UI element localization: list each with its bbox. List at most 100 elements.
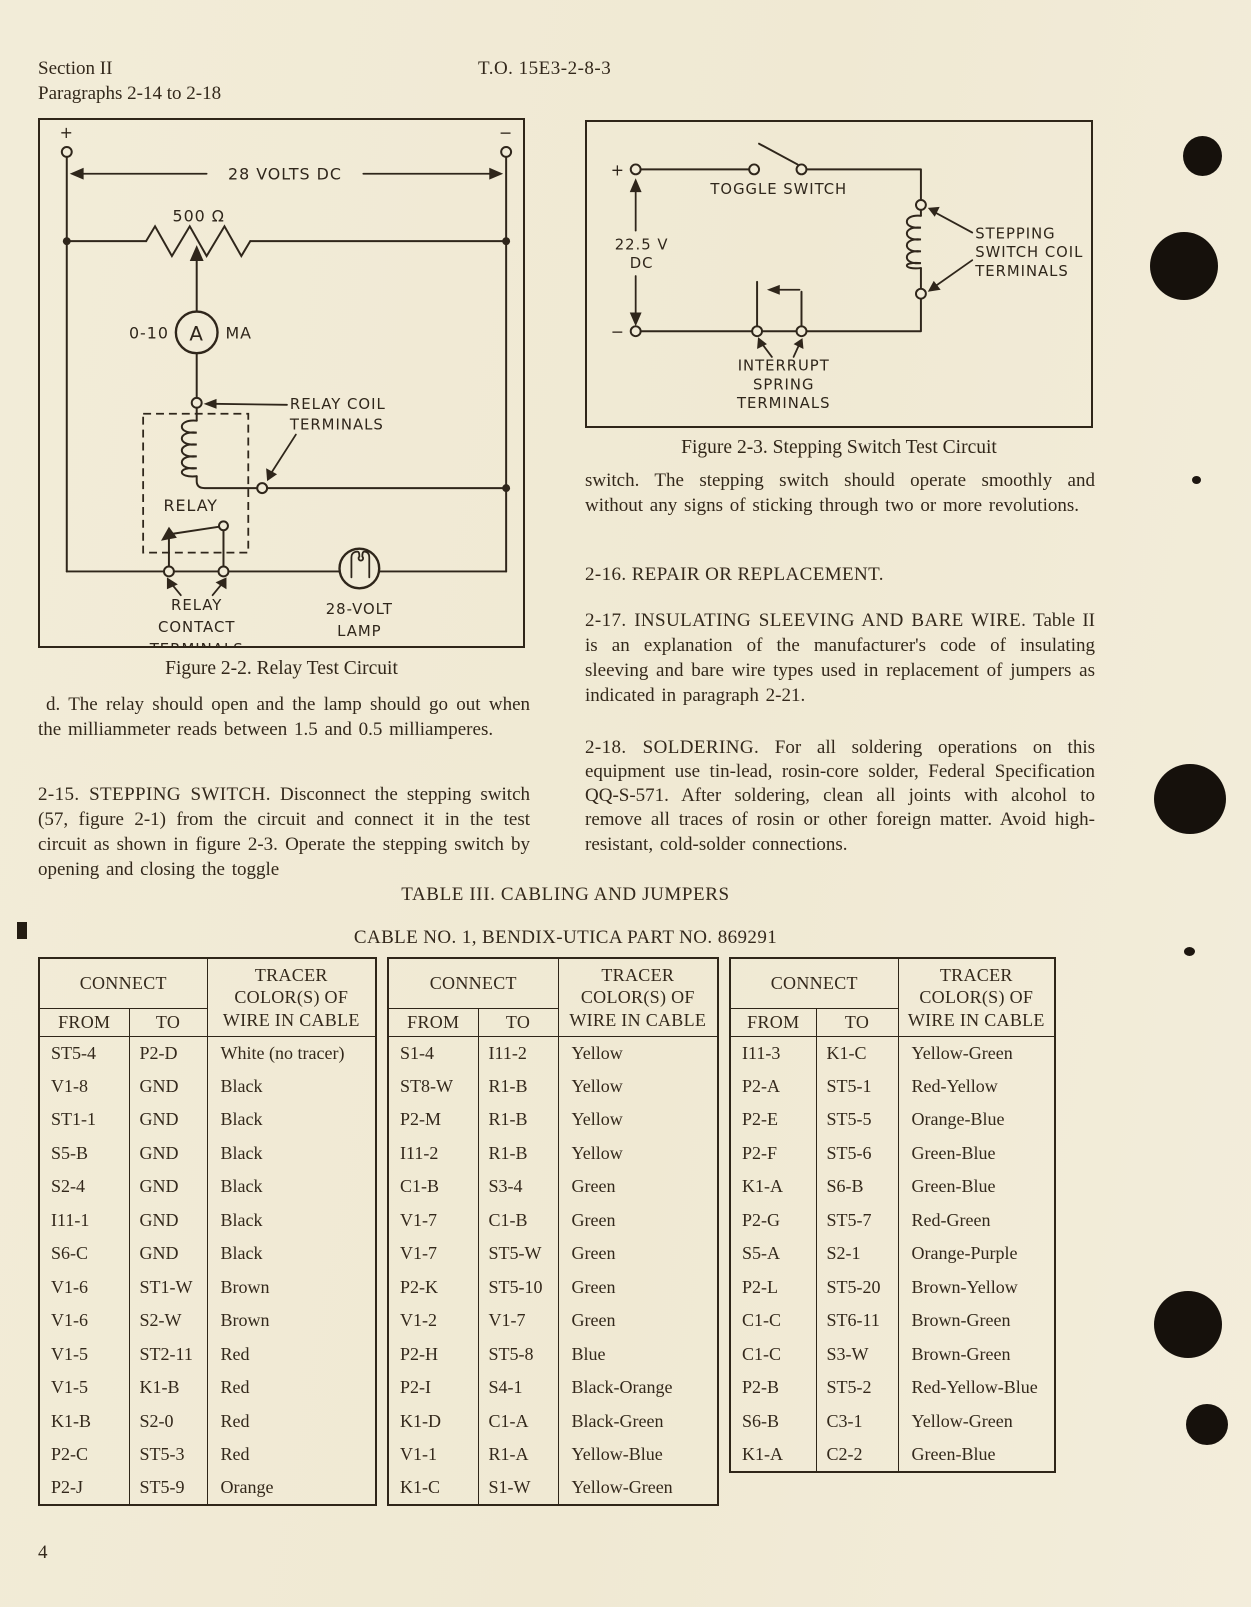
contact-label-line3: TERMINALS bbox=[149, 640, 244, 646]
to-cell: S2-W bbox=[128, 1304, 208, 1338]
tracer-color-cell: Green bbox=[557, 1304, 719, 1338]
to-cell: ST5-W bbox=[477, 1237, 559, 1271]
table-row: ST5-4 P2-D White (no tracer) bbox=[38, 1036, 377, 1070]
table-row: ST8-W R1-B Yellow bbox=[387, 1069, 719, 1103]
lamp-label-line1: 28-VOLT bbox=[326, 600, 393, 618]
tracer-color-cell: Blue bbox=[557, 1337, 719, 1371]
table-row: ST1-1 GND Black bbox=[38, 1103, 377, 1137]
to-cell: I11-2 bbox=[477, 1036, 559, 1070]
table-row: V1-7 C1-B Green bbox=[387, 1203, 719, 1237]
plus-terminal bbox=[60, 145, 73, 158]
to-cell: ST5-10 bbox=[477, 1270, 559, 1304]
from-cell: K1-C bbox=[387, 1471, 479, 1505]
paragraph-2-18: 2-18. SOLDERING. For all soldering opera… bbox=[585, 736, 1095, 857]
tracer-color-cell: Green-Blue bbox=[897, 1170, 1056, 1204]
from-cell: P2-M bbox=[387, 1103, 479, 1137]
hole-punch-dot bbox=[1154, 764, 1226, 834]
from-cell: ST8-W bbox=[387, 1069, 479, 1103]
resistor-label: 500 Ω bbox=[172, 206, 224, 225]
paragraph-2-18-heading: 2-18. SOLDERING. bbox=[585, 737, 760, 758]
from-cell: C1-C bbox=[729, 1304, 817, 1338]
junction-dot bbox=[502, 484, 511, 493]
tracer-color-cell: Black bbox=[206, 1103, 377, 1137]
to-cell: R1-B bbox=[477, 1103, 559, 1137]
table-row: S5-B GND Black bbox=[38, 1136, 377, 1170]
to-cell: GND bbox=[128, 1103, 208, 1137]
table-title: TABLE III. CABLING AND JUMPERS bbox=[401, 884, 730, 905]
tracer-color-cell: Black bbox=[206, 1237, 377, 1271]
table-row: P2-E ST5-5 Orange-Blue bbox=[729, 1103, 1056, 1137]
table-row: S5-A S2-1 Orange-Purple bbox=[729, 1237, 1056, 1271]
cable-table-1-body: ST5-4 P2-D White (no tracer) V1-8 GND Bl… bbox=[38, 1036, 377, 1505]
from-cell: S2-4 bbox=[38, 1170, 130, 1204]
volts-label: 28 VOLTS DC bbox=[228, 165, 342, 184]
table-row: P2-B ST5-2 Red-Yellow-Blue bbox=[729, 1371, 1056, 1405]
hole-punch-dot bbox=[1150, 232, 1218, 300]
tracer-color-cell: Brown-Green bbox=[897, 1304, 1056, 1338]
to-cell: C2-2 bbox=[815, 1438, 899, 1472]
paragraph-2-17: 2-17. INSULATING SLEEVING AND BARE WIRE.… bbox=[585, 608, 1095, 708]
tracer-color-cell: Green bbox=[557, 1170, 719, 1204]
to-cell: GND bbox=[128, 1170, 208, 1204]
to-cell: ST5-20 bbox=[815, 1270, 899, 1304]
stepping-switch-coil bbox=[905, 208, 922, 290]
figure-2-3-box: + TOGGLE SWITCH − bbox=[585, 120, 1093, 428]
tracer-color-cell: Red bbox=[206, 1371, 377, 1405]
from-cell: K1-A bbox=[729, 1438, 817, 1472]
from-cell: V1-6 bbox=[38, 1270, 130, 1304]
meter-arrow bbox=[189, 245, 204, 312]
figure-2-2-box: + − 28 VOLTS DC 500 Ω bbox=[38, 118, 525, 648]
from-cell: P2-E bbox=[729, 1103, 817, 1137]
right-bottom-wire bbox=[805, 297, 922, 333]
to-cell: ST2-11 bbox=[128, 1337, 208, 1371]
from-cell: P2-A bbox=[729, 1069, 817, 1103]
to-cell: C3-1 bbox=[815, 1404, 899, 1438]
table-row: I11-1 GND Black bbox=[38, 1203, 377, 1237]
tracer-color-cell: Black bbox=[206, 1136, 377, 1170]
tracer-color-cell: Yellow bbox=[557, 1069, 719, 1103]
lamp-label-line2: LAMP bbox=[337, 622, 382, 640]
volts-dimension-arrow bbox=[629, 178, 642, 327]
tracer-color-cell: Red bbox=[206, 1438, 377, 1472]
to-cell: GND bbox=[128, 1203, 208, 1237]
contact-label-line1: RELAY bbox=[171, 596, 222, 614]
tracer-color-cell: Yellow bbox=[557, 1036, 719, 1070]
tracer-color-cell: Yellow bbox=[557, 1103, 719, 1137]
to-header: TO bbox=[815, 1007, 899, 1037]
table-row: P2-G ST5-7 Red-Green bbox=[729, 1203, 1056, 1237]
from-cell: S5-B bbox=[38, 1136, 130, 1170]
tracer-color-cell: Brown bbox=[206, 1270, 377, 1304]
table-row: S1-4 I11-2 Yellow bbox=[387, 1036, 719, 1070]
lamp-filament bbox=[350, 550, 371, 579]
tracer-color-cell: Black-Green bbox=[557, 1404, 719, 1438]
tracer-color-cell: Orange-Purple bbox=[897, 1237, 1056, 1271]
from-cell: K1-A bbox=[729, 1170, 817, 1204]
meter-range-label: 0-10 bbox=[129, 323, 169, 342]
to-header: TO bbox=[128, 1007, 208, 1037]
interrupt-label-line3: TERMINALS bbox=[736, 395, 831, 412]
relay-contact-terminal-2 bbox=[217, 565, 230, 578]
to-cell: ST5-2 bbox=[815, 1371, 899, 1405]
tracer-color-cell: Yellow-Green bbox=[557, 1471, 719, 1505]
from-cell: S6-C bbox=[38, 1237, 130, 1271]
tracer-color-cell: Yellow-Blue bbox=[557, 1438, 719, 1472]
to-cell: GND bbox=[128, 1237, 208, 1271]
tracer-color-cell: Red-Green bbox=[897, 1203, 1056, 1237]
relay-label: RELAY bbox=[163, 496, 218, 515]
tracer-color-cell: Green bbox=[557, 1237, 719, 1271]
technical-order-number: T.O. 15E3-2-8-3 bbox=[478, 58, 612, 79]
page-header-left: Section II Paragraphs 2-14 to 2-18 bbox=[38, 56, 221, 106]
tracer-color-cell: White (no tracer) bbox=[206, 1036, 377, 1070]
section-label: Section II bbox=[38, 58, 113, 79]
coil-label-line3: TERMINALS bbox=[974, 263, 1069, 280]
volts-label-line2: DC bbox=[630, 255, 654, 272]
paragraph-2-17-heading: 2-17. INSULATING SLEEVING AND BARE WIRE. bbox=[585, 610, 1027, 631]
table-row: V1-6 S2-W Brown bbox=[38, 1304, 377, 1338]
from-cell: K1-D bbox=[387, 1404, 479, 1438]
table-row: P2-M R1-B Yellow bbox=[387, 1103, 719, 1137]
from-cell: P2-L bbox=[729, 1270, 817, 1304]
relay-coil-terminal-2 bbox=[256, 482, 269, 495]
table-row: P2-L ST5-20 Brown-Yellow bbox=[729, 1270, 1056, 1304]
interrupt-terminal-right bbox=[795, 325, 808, 338]
